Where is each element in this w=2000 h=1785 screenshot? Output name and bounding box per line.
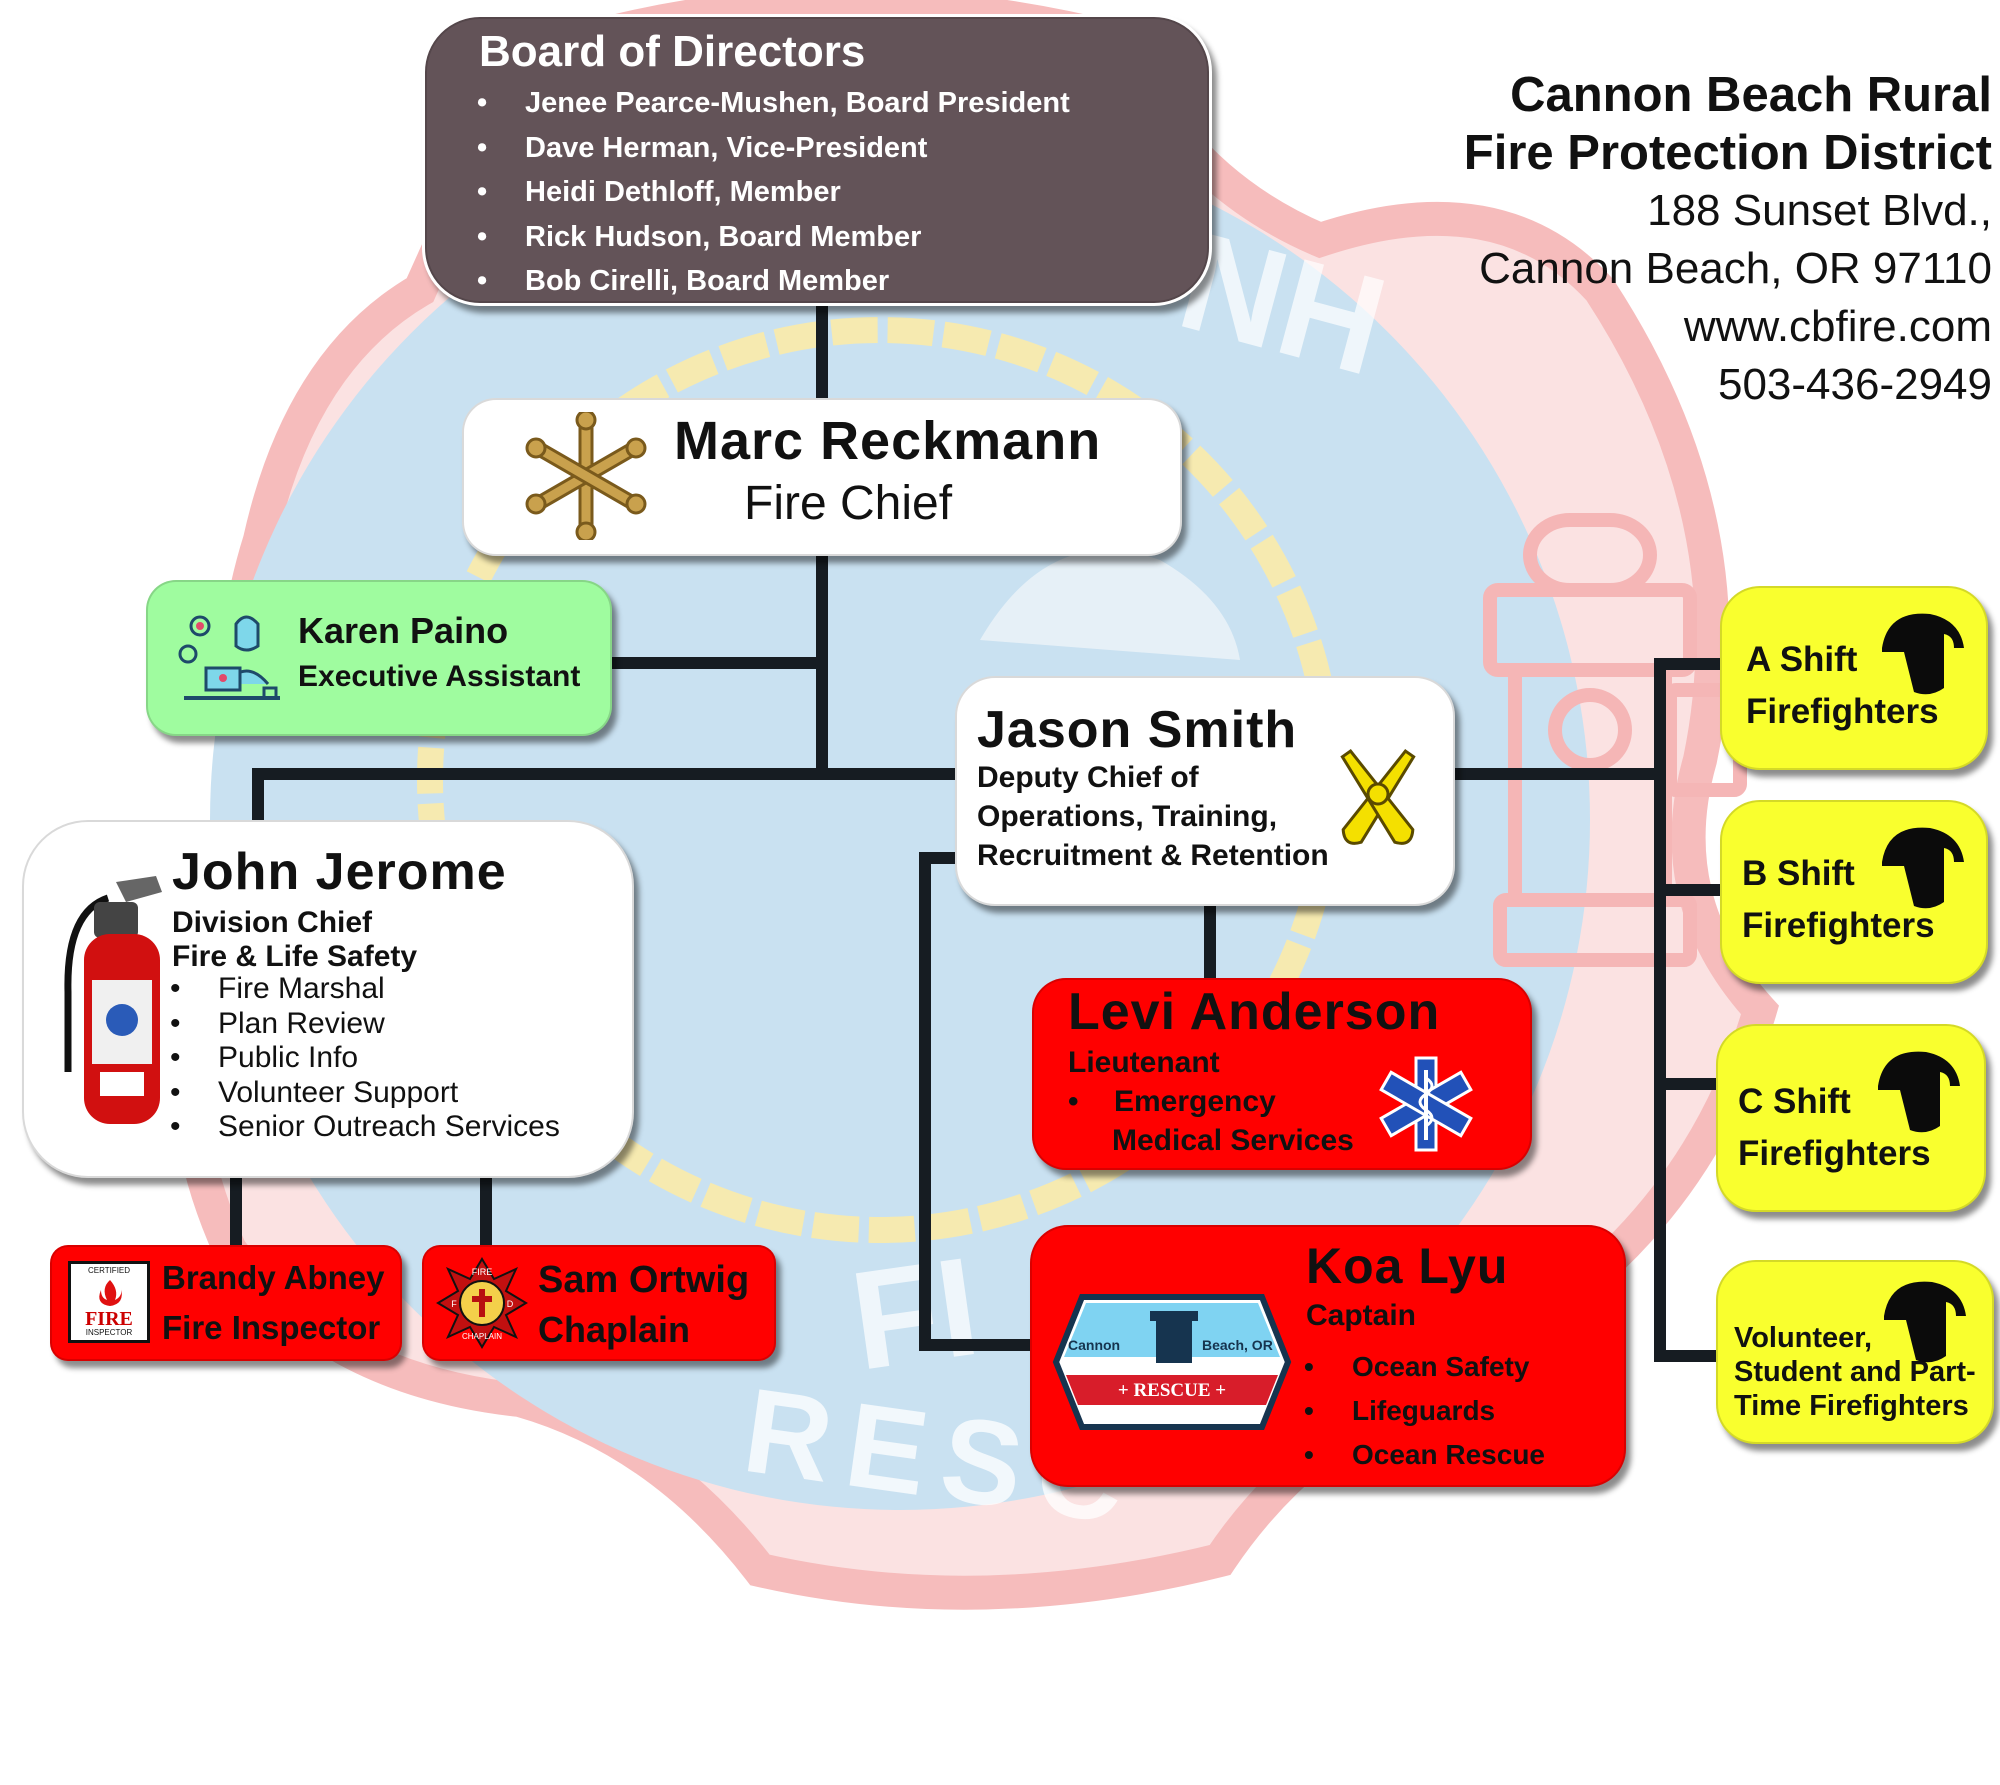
firefighter-helmet-icon	[1882, 613, 1964, 695]
deputy-title-line: Recruitment & Retention	[977, 839, 1329, 872]
district-phone: 503-436-2949	[1717, 360, 1992, 409]
chaplain-title: Chaplain	[538, 1309, 691, 1350]
c-shift-card: C Shift Firefighters	[1716, 1024, 1986, 1212]
chaplain-badge-right: D	[507, 1299, 514, 1309]
district-address2: Cannon Beach, OR 97110	[1479, 244, 1992, 293]
district-name-line2: Fire Protection District	[1463, 126, 1992, 180]
chaplain-card: FIRE CHAPLAIN F D Sam Ortwig Chaplain	[422, 1245, 776, 1361]
chief-card: Marc Reckmann Fire Chief	[462, 398, 1182, 556]
a-shift-label: A Shift	[1746, 640, 1858, 679]
assistant-card: Karen Paino Executive Assistant	[146, 580, 612, 736]
watermark-text-mid: FI	[842, 1227, 987, 1400]
captain-duty: Lifeguards	[1304, 1389, 1545, 1433]
deputy-title-line: Operations, Training,	[977, 800, 1278, 833]
district-name-line1: Cannon Beach Rural	[1510, 68, 1992, 122]
certified-inspector-icon: CERTIFIED FIRE INSPECTOR	[68, 1261, 150, 1343]
division-duty: Volunteer Support	[170, 1076, 560, 1111]
volunteer-line3: Time Firefighters	[1734, 1390, 1969, 1422]
inspector-badge-word: FIRE	[85, 1308, 133, 1330]
helmet-ghost	[980, 550, 1240, 660]
inspector-title: Fire Inspector	[162, 1309, 381, 1346]
chaplain-badge-left: F	[451, 1299, 457, 1309]
star-of-life-icon	[1379, 1056, 1473, 1152]
lieutenant-card: Levi Anderson Lieutenant Emergency • Med…	[1032, 978, 1532, 1170]
lieutenant-name: Levi Anderson	[1068, 983, 1441, 1041]
volunteer-line1: Volunteer,	[1734, 1322, 1873, 1354]
b-shift-card: B Shift Firefighters	[1720, 800, 1988, 984]
c-shift-sublabel: Firefighters	[1738, 1134, 1931, 1173]
firefighter-helmet-icon	[1878, 1051, 1960, 1133]
division-duty: Senior Outreach Services	[170, 1110, 560, 1145]
chaplain-cross-icon: FIRE CHAPLAIN F D	[436, 1257, 528, 1349]
chaplain-name: Sam Ortwig	[538, 1259, 750, 1301]
deputy-card: Jason Smith Deputy Chief of Operations, …	[955, 676, 1455, 906]
assistant-title: Executive Assistant	[298, 660, 581, 693]
division-chief-card: John Jerome Division Chief Fire & Life S…	[22, 820, 634, 1178]
division-chief-title1: Division Chief	[172, 906, 373, 939]
firefighter-helmet-icon	[1882, 827, 1964, 909]
volunteer-card: Volunteer, Student and Part- Time Firefi…	[1716, 1260, 1994, 1444]
deputy-name: Jason Smith	[977, 701, 1298, 759]
inspector-badge-bottom: INSPECTOR	[85, 1328, 133, 1337]
cannon-beach-rescue-logo: Cannon Beach, OR + RESCUE +	[1052, 1287, 1292, 1437]
assistant-name: Karen Paino	[298, 610, 509, 651]
a-shift-sublabel: Firefighters	[1746, 692, 1939, 731]
office-worker-icon	[178, 615, 280, 700]
chaplain-badge-top: FIRE	[472, 1267, 493, 1277]
rescue-logo-banner: + RESCUE +	[1117, 1380, 1227, 1401]
division-duty-list: Fire Marshal Plan Review Public Info Vol…	[170, 972, 560, 1145]
board-member: Dave Herman, Vice-President	[477, 126, 1070, 171]
district-website[interactable]: www.cbfire.com	[1683, 302, 1992, 351]
inspector-badge-top: CERTIFIED	[87, 1266, 131, 1275]
captain-duty: Ocean Rescue	[1304, 1433, 1545, 1477]
board-card: Board of Directors Jenee Pearce-Mushen, …	[422, 14, 1212, 306]
board-member: Rick Hudson, Board Member	[477, 215, 1070, 260]
board-member: Bob Cirelli, Board Member	[477, 259, 1070, 304]
board-member: Heidi Dethloff, Member	[477, 170, 1070, 215]
lieutenant-duty-line2: Medical Services	[1112, 1124, 1354, 1157]
rescue-logo-left-text: Cannon	[1068, 1337, 1121, 1353]
b-shift-sublabel: Firefighters	[1742, 906, 1935, 945]
lieutenant-duty-bullet: •	[1068, 1085, 1079, 1118]
fire-extinguisher-icon	[64, 876, 162, 1124]
chief-title: Fire Chief	[744, 477, 953, 530]
district-address1: 188 Sunset Blvd.,	[1647, 186, 1992, 235]
captain-duty: Ocean Safety	[1304, 1345, 1545, 1389]
chaplain-badge-bottom: CHAPLAIN	[462, 1332, 502, 1341]
division-duty: Fire Marshal	[170, 972, 560, 1007]
deputy-trumpets-icon	[1340, 749, 1416, 845]
b-shift-label: B Shift	[1742, 854, 1855, 893]
board-member-list: Jenee Pearce-Mushen, Board President Dav…	[477, 81, 1070, 304]
district-info: Cannon Beach Rural Fire Protection Distr…	[1464, 66, 1992, 414]
captain-title: Captain	[1306, 1299, 1417, 1332]
division-duty: Plan Review	[170, 1007, 560, 1042]
flame-icon	[99, 1280, 122, 1306]
inspector-card: CERTIFIED FIRE INSPECTOR Brandy Abney Fi…	[50, 1245, 402, 1361]
rescue-logo-right-text: Beach, OR	[1202, 1337, 1273, 1353]
division-chief-title2: Fire & Life Safety	[172, 940, 418, 973]
chief-trumpets-icon	[525, 412, 647, 540]
chief-name: Marc Reckmann	[674, 411, 1102, 471]
firefighter-helmet-icon	[1884, 1281, 1966, 1363]
deputy-title-line: Deputy Chief of	[977, 761, 1199, 794]
lieutenant-title: Lieutenant	[1068, 1046, 1220, 1079]
volunteer-line2: Student and Part-	[1734, 1356, 1976, 1388]
rescue-logo-badge	[1052, 1294, 1292, 1430]
board-title: Board of Directors	[479, 27, 866, 76]
board-member: Jenee Pearce-Mushen, Board President	[477, 81, 1070, 126]
lieutenant-duty-line1: Emergency	[1114, 1085, 1276, 1118]
captain-card: Cannon Beach, OR + RESCUE + Koa Lyu Capt…	[1030, 1225, 1626, 1487]
a-shift-card: A Shift Firefighters	[1720, 586, 1988, 770]
captain-duty-list: Ocean Safety Lifeguards Ocean Rescue	[1304, 1345, 1545, 1477]
c-shift-label: C Shift	[1738, 1082, 1851, 1121]
deputy-title: Deputy Chief of Operations, Training, Re…	[977, 758, 1329, 875]
division-duty: Public Info	[170, 1041, 560, 1076]
captain-name: Koa Lyu	[1306, 1238, 1509, 1294]
inspector-name: Brandy Abney	[162, 1259, 385, 1296]
division-chief-name: John Jerome	[172, 843, 507, 901]
